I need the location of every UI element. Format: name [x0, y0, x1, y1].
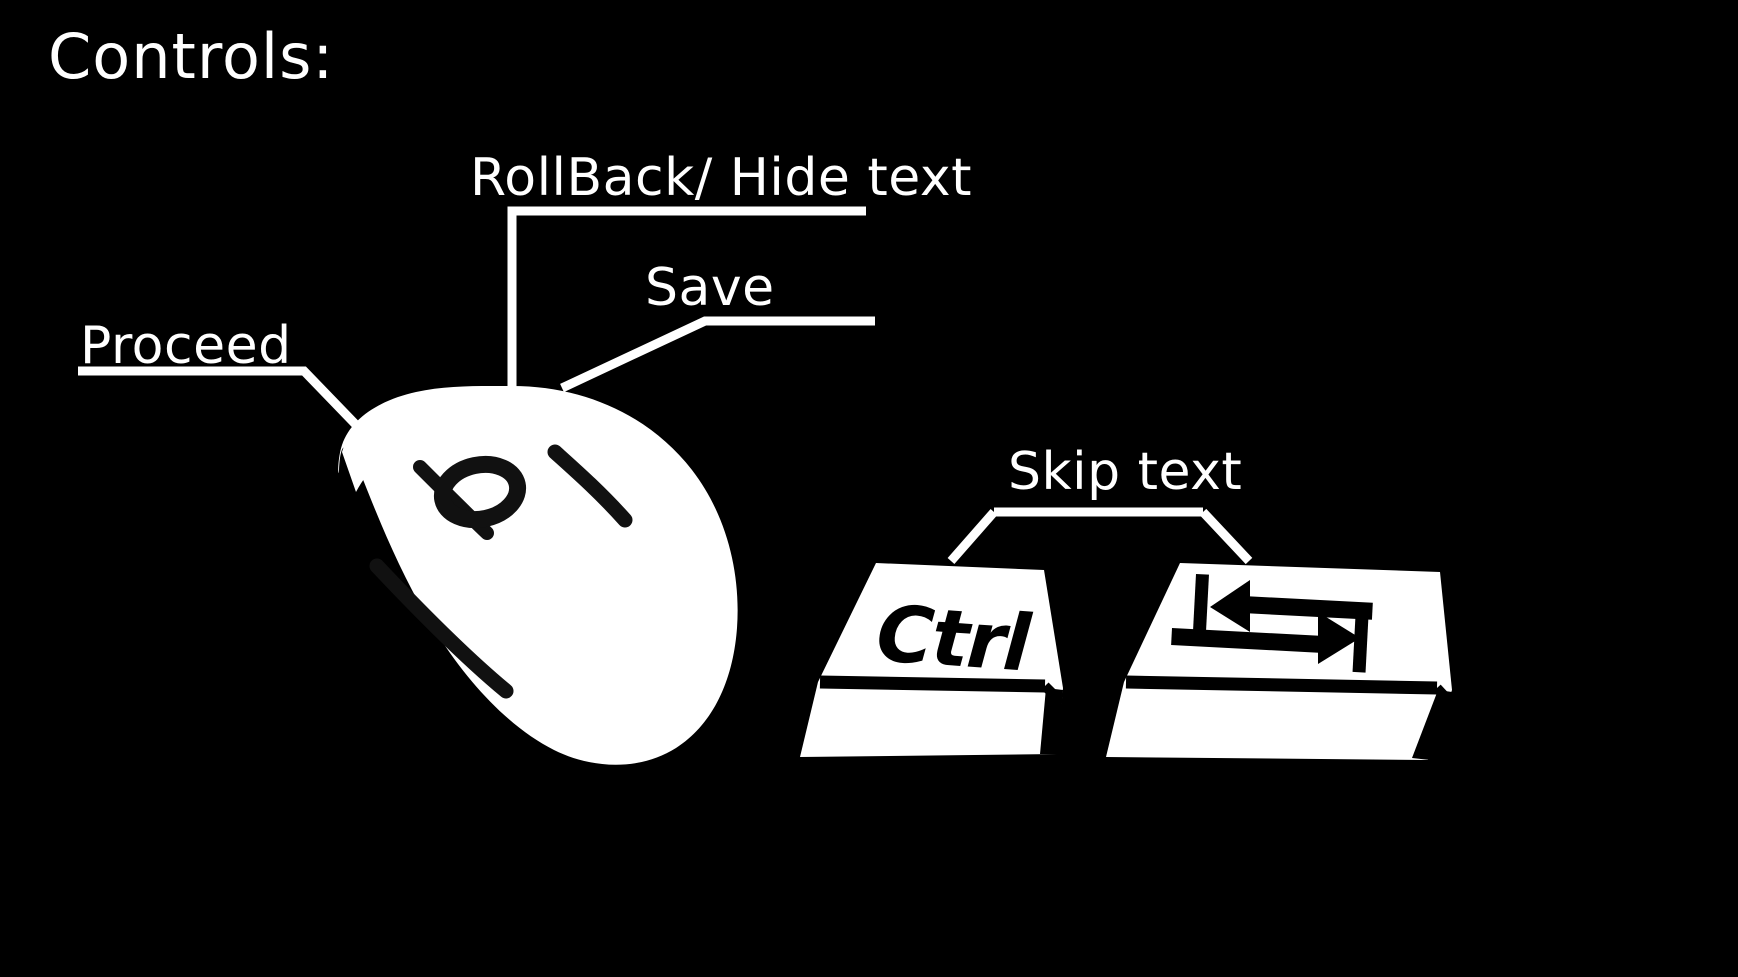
mouse-illustration	[338, 385, 738, 765]
annotation-label-rollback: RollBack/ Hide text	[470, 148, 973, 208]
annotation-label-skip: Skip text	[1008, 442, 1243, 502]
key-tab	[1106, 563, 1454, 760]
annotation-label-proceed: Proceed	[80, 316, 292, 376]
leader-line-skip-left	[947, 509, 998, 564]
key-tab-body	[1106, 563, 1452, 760]
mouse-left-flank	[342, 392, 452, 492]
key-ctrl-body	[800, 563, 1063, 757]
key-tab-groove	[1125, 675, 1438, 695]
tab-arrow-right-icon	[1171, 606, 1369, 673]
leader-line-rollback	[507, 206, 866, 424]
annotation-label-save: Save	[645, 258, 775, 318]
mouse-scroll-wheel	[433, 455, 527, 529]
key-tab-notch	[1412, 690, 1452, 760]
leader-line-skip-right	[1199, 508, 1253, 565]
mouse-button-divider	[547, 444, 633, 528]
page-title: Controls:	[48, 20, 335, 93]
key-ctrl-notch	[1040, 688, 1063, 754]
tab-arrow-left-icon	[1192, 574, 1373, 641]
mouse-left-button-outline	[369, 558, 514, 699]
key-ctrl-label: Ctrl	[874, 589, 1035, 690]
key-ctrl-groove	[819, 675, 1046, 693]
key-ctrl	[800, 563, 1063, 757]
leader-line-save	[560, 316, 875, 393]
